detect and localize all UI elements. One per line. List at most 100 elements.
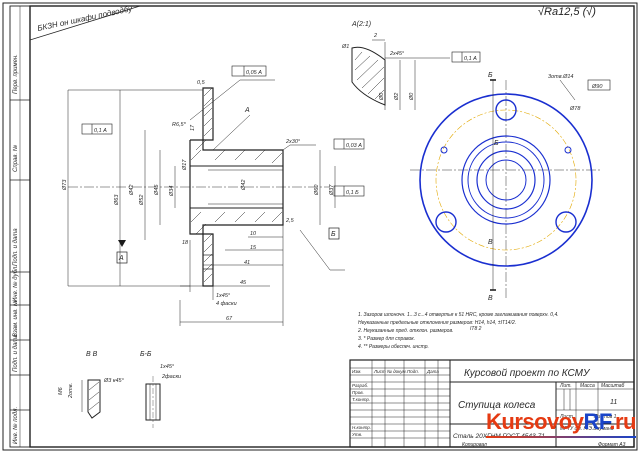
scale-label: Масштаб <box>601 383 625 389</box>
role-label: Н.контр. <box>352 425 371 430</box>
role-label: Т.контр. <box>352 397 370 402</box>
dimension-text: 1x45° <box>160 364 175 370</box>
tolerance-value: 0,1 А <box>464 56 477 62</box>
change-row-label: Изм. <box>352 369 362 374</box>
dimension-text: 10 <box>250 231 257 237</box>
sheet-label: Лист <box>559 414 573 420</box>
note-line: 1. Зазоров шпоночн. 1...3 с...4 отвертья… <box>358 312 559 318</box>
dimension-text: Ø34 <box>169 186 175 197</box>
section-marker: В <box>488 295 493 302</box>
dimension-text: 0,5 <box>197 80 206 86</box>
organization: МГТУ им. Н.Э.Баумана <box>560 426 614 432</box>
datum-label: А <box>118 255 124 262</box>
frame-label: Инв. № подл. <box>12 407 19 444</box>
detail-bb-view: В В Ø3 к45° M6 2отв. <box>58 351 125 419</box>
dimension-text: R6,5* <box>172 122 187 128</box>
dimension-text: Ø63 <box>114 194 120 206</box>
brand-watermark: KursovoyRF.ru <box>486 409 636 438</box>
role-label: Разраб. <box>352 383 368 388</box>
brand-main: Kursovoy <box>486 409 584 434</box>
dimension-text: 2x30° <box>285 139 301 145</box>
corner-title: БКЗН он шкафи подводбу <box>37 4 134 33</box>
dimension-text: 41 <box>244 260 250 266</box>
dimension-text: Ø0 <box>409 92 415 101</box>
change-row-label: Подп. <box>407 369 419 374</box>
tolerance-value: 0,1 Б <box>346 190 359 196</box>
note-line: Неуказанные предельные отклонения размер… <box>358 320 516 326</box>
roughness-value: Ra12,5 <box>544 6 580 18</box>
side-view-section: 0,05 А 0,1 А 0,03 А 0,1 Б А Б А 0 <box>62 65 365 326</box>
change-row-label: Лист <box>373 369 386 374</box>
dimension-text: Ø60 <box>314 184 320 196</box>
brand-accent: RF <box>583 409 610 434</box>
datum-marker: А <box>116 240 128 264</box>
frame-label: Инв. № дубл. <box>12 265 19 302</box>
dimension-text: Ø17 <box>182 159 188 171</box>
bolt-hole <box>495 99 517 121</box>
brand-tld: .ru <box>609 409 636 434</box>
stage-label: Лит. <box>559 383 572 389</box>
dimension-text: Ø78 <box>569 106 581 112</box>
roughness-suffix: (√) <box>582 6 596 18</box>
small-hole <box>440 146 448 154</box>
dimension-text: Ø42 <box>241 180 247 191</box>
dimension-text: 67 <box>226 316 233 322</box>
small-hole <box>564 146 572 154</box>
roughness-check-icon: √ <box>538 6 545 18</box>
tolerance-frame: 0,1 Б <box>333 185 365 197</box>
title-block: Курсовой проект по КСМУ Ступица колеса С… <box>349 359 635 448</box>
frame-label: Справ. № <box>12 144 19 172</box>
dimension-text: 2 <box>373 33 377 39</box>
section-label: А(2:1) <box>351 21 371 28</box>
dimension-text: 2x45° <box>389 51 405 57</box>
bolt-hole <box>435 211 457 233</box>
dimension-text: 2отв. <box>68 383 74 399</box>
dimension-text: 3отв.Ø14 <box>548 74 574 80</box>
frame-label: Перв. примен. <box>13 54 19 94</box>
bolt-circle <box>435 109 577 251</box>
role-label: Утв. <box>352 432 362 437</box>
technical-notes: 1. Зазоров шпоночн. 1...3 с...4 отвертья… <box>357 312 559 350</box>
project-title: Курсовой проект по КСМУ <box>464 368 591 379</box>
section-label: Б-Б <box>140 351 152 358</box>
change-row-label: Дата <box>426 369 439 374</box>
frame-label: Подп. и дата <box>13 334 19 372</box>
frame-label: Подп. и дата <box>13 228 19 266</box>
detail-gg-view: Б-Б 1x45° 2фаски <box>140 351 181 428</box>
roughness-mark: √Ra12,5 (√) <box>538 6 596 18</box>
dimension-text: 15 <box>250 245 257 251</box>
tolerance-value: 0,1 А <box>94 128 107 134</box>
doc-number: 11 <box>610 399 617 406</box>
dimension-text: Ø2 <box>394 93 400 101</box>
dimension-text: M6 <box>58 386 64 395</box>
mass-label: Масса <box>580 383 595 389</box>
dimension-text: Ø45 <box>154 184 160 196</box>
dimension-text: Ø73 <box>62 179 68 191</box>
section-marker: Б <box>488 72 493 79</box>
role-label: Пров. <box>352 390 364 395</box>
dimension-text: 1x45° <box>216 293 231 299</box>
dimension-text: Ø52 <box>139 195 145 206</box>
dimension-text: 2фаски <box>161 374 181 380</box>
left-stamp-column: Перв. примен. Справ. № Подп. и дата Инв.… <box>9 5 31 448</box>
dimension-text: 45 <box>240 280 247 286</box>
section-label: В В <box>86 351 98 358</box>
bolt-hole <box>555 211 577 233</box>
part-name: Ступица колеса <box>458 400 536 411</box>
dimension-text: 18 <box>182 240 189 246</box>
datum-marker: Б <box>328 227 340 240</box>
dimension-text: Ø3 к45° <box>103 378 125 384</box>
corner-title-box: БКЗН он шкафи подводбу <box>29 4 141 41</box>
brand-underline <box>486 436 636 438</box>
tolerance-frame: 0,1 А <box>81 123 113 135</box>
dimension-text: Ø1 <box>341 44 349 50</box>
dimension-text: 2,5 <box>285 218 295 224</box>
dimension-text: Ø0 <box>379 92 385 101</box>
format-label: Формат А3 <box>598 442 626 448</box>
frame-label: Взам. инв. № <box>12 299 19 337</box>
datum-label: А <box>244 107 250 114</box>
dimension-text: Ø42 <box>129 185 135 196</box>
front-view: Б В Б В 3отв.Ø14 Ø90 Ø78 <box>410 72 611 302</box>
change-row-label: № докум. <box>387 369 407 374</box>
